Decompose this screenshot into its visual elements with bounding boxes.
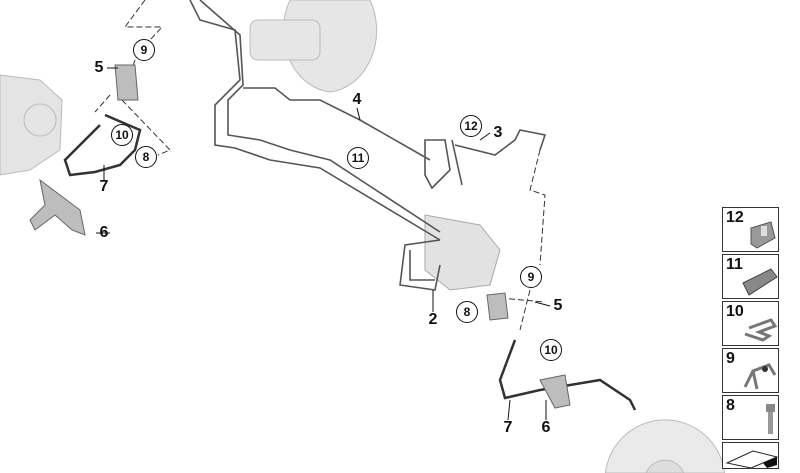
retaining-clip-icon <box>744 318 778 342</box>
callout-5-right: 5 <box>553 297 563 314</box>
callout-3: 3 <box>493 124 503 141</box>
legend-label: 9 <box>726 350 735 367</box>
pipe-clip-icon <box>742 268 778 296</box>
parts-legend: 12 11 10 9 8 <box>722 207 779 469</box>
kit-icon <box>725 450 778 468</box>
legend-label: 8 <box>726 397 735 414</box>
callout-10-right: 10 <box>540 339 562 361</box>
legend-item-12[interactable]: 12 <box>722 207 779 252</box>
callout-2: 2 <box>428 311 438 328</box>
callout-12: 12 <box>460 115 482 137</box>
callout-8-right: 8 <box>456 301 478 323</box>
callout-9-right: 9 <box>520 266 542 288</box>
callout-6-left: 6 <box>99 224 109 241</box>
brake-booster <box>249 0 378 93</box>
callout-10-left: 10 <box>111 124 133 146</box>
callout-7-left: 7 <box>99 178 109 195</box>
clip-holder-icon <box>750 221 776 249</box>
left-bracket <box>29 64 139 236</box>
left-brake-caliper <box>0 74 63 176</box>
bracket-clip-icon <box>743 363 777 390</box>
legend-label: 12 <box>726 209 744 226</box>
callout-5-left: 5 <box>94 59 104 76</box>
callout-4: 4 <box>352 91 362 108</box>
legend-item-kit[interactable] <box>722 442 779 469</box>
brake-lines <box>189 0 547 291</box>
leader-lines <box>94 0 546 331</box>
legend-item-10[interactable]: 10 <box>722 301 779 346</box>
callout-6-right: 6 <box>541 419 551 436</box>
abs-unit <box>424 214 501 291</box>
callout-11: 11 <box>347 147 369 169</box>
legend-label: 10 <box>726 303 744 320</box>
right-brake-hose <box>498 339 637 411</box>
callout-7-right: 7 <box>503 419 513 436</box>
right-bracket <box>486 292 571 409</box>
bolt-icon <box>766 404 775 434</box>
left-brake-hose <box>63 113 142 177</box>
right-brake-disc <box>604 419 726 473</box>
legend-label: 11 <box>726 256 743 273</box>
callout-9-left: 9 <box>133 39 155 61</box>
callout-8-left: 8 <box>135 146 157 168</box>
legend-item-8[interactable]: 8 <box>722 395 779 440</box>
legend-item-9[interactable]: 9 <box>722 348 779 393</box>
legend-item-11[interactable]: 11 <box>722 254 779 299</box>
